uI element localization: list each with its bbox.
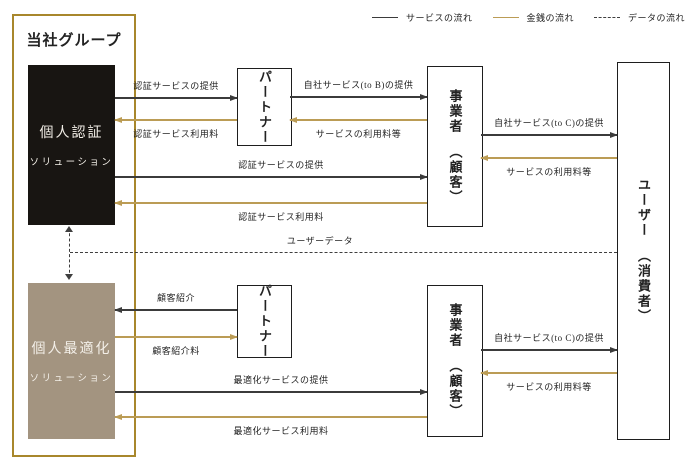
operator-bottom-label: 事業者 [447,303,463,348]
arrow-data-auth-optim [64,226,73,280]
arrow-operator-to-user-bottom [481,349,617,351]
legend-service-label: サービスの流れ [406,13,473,23]
arrow-user-service-fee-top [481,157,617,159]
operator-bottom-sublabel: （顧客） [447,359,463,419]
label-operator-to-user-bottom: 自社サービス(to C)の提供 [494,333,604,343]
label-partner-to-operator: 自社サービス(to B)の提供 [303,80,414,90]
money-line-icon [492,17,519,18]
arrow-operator-service-fee-top [290,119,427,121]
partner-top-label: パートナー [257,69,272,145]
operator-box-top: 事業者 （顧客） [427,66,483,227]
optim-box-line1: 個人最適化 [31,342,112,357]
arrow-optim-to-operator [115,391,427,393]
arrow-auth-to-partner [115,97,237,99]
label-user-service-fee-top: サービスの利用料等 [506,167,592,177]
arrow-user-service-fee-bottom [481,372,617,374]
operator-box-bottom: 事業者 （顧客） [427,285,483,437]
label-operator-service-fee-top: サービスの利用料等 [315,129,402,139]
operator-top-label: 事業者 [447,88,463,134]
label-operator-to-user-top: 自社サービス(to C)の提供 [494,118,604,128]
label-user-data: ユーザーデータ [286,236,354,246]
optim-box-line2: ソリューション [29,374,114,384]
user-label: ユーザー [636,178,651,238]
user-box: ユーザー （消費者） [617,62,670,440]
line-user-data [70,252,617,253]
label-auth-to-operator: 認証サービスの提供 [238,160,324,170]
arrow-operator-optim-fee [115,416,427,418]
personal-auth-solution-box: 個人認証 ソリューション [28,65,115,225]
legend-item-service: サービスの流れ [372,11,473,24]
arrow-customer-referral-fee [115,336,237,338]
label-customer-referral-fee: 顧客紹介料 [152,346,200,356]
arrow-auth-to-operator [115,176,427,178]
legend-money-label: 金銭の流れ [526,13,575,23]
legend-item-money: 金銭の流れ [492,11,575,24]
arrow-customer-referral [115,309,237,311]
partner-box-top: パートナー [237,68,292,146]
label-operator-auth-fee: 認証サービス利用料 [238,212,324,222]
label-customer-referral: 顧客紹介 [156,293,195,303]
legend-item-data: データの流れ [594,11,685,24]
data-line-icon [594,17,621,18]
label-operator-optim-fee: 最適化サービス利用料 [233,426,329,436]
label-partner-auth-fee: 認証サービス利用料 [133,129,219,139]
personal-optimization-solution-box: 個人最適化 ソリューション [28,283,115,439]
label-auth-to-partner: 認証サービスの提供 [133,81,219,91]
company-group-title: 当社グループ [26,33,122,49]
label-user-service-fee-bottom: サービスの利用料等 [506,382,592,392]
arrow-partner-auth-fee [115,119,237,121]
arrow-operator-auth-fee [115,202,427,204]
company-group-box: 当社グループ [12,14,136,457]
legend: サービスの流れ 金銭の流れ データの流れ [372,11,685,24]
label-optim-to-operator: 最適化サービスの提供 [233,375,329,385]
partner-bottom-label: パートナー [257,284,272,359]
auth-box-line2: ソリューション [29,158,114,168]
operator-top-sublabel: （顧客） [447,144,463,205]
arrow-partner-to-operator [290,96,427,98]
service-line-icon [372,17,398,18]
arrow-operator-to-user-top [481,134,617,136]
legend-data-label: データの流れ [628,13,686,23]
partner-box-bottom: パートナー [237,284,292,359]
auth-box-line1: 個人認証 [39,126,104,141]
user-sublabel: （消費者） [636,249,651,324]
